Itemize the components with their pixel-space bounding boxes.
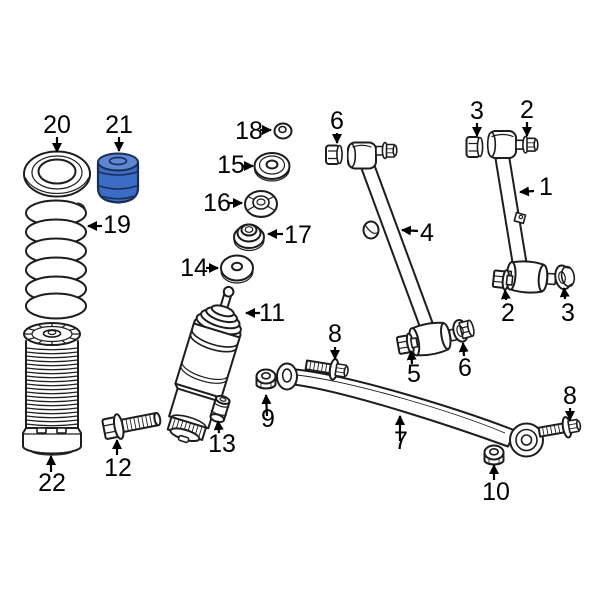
callout-10[interactable]: 10 xyxy=(482,464,510,506)
callout-19[interactable]: 19 xyxy=(87,211,131,239)
callout-5[interactable]: 5 xyxy=(406,350,421,388)
callout-9[interactable]: 9 xyxy=(261,394,275,433)
callout-label: 14 xyxy=(180,254,208,282)
callout-label: 18 xyxy=(235,117,263,145)
callout-label: 3 xyxy=(561,299,575,327)
callout-15[interactable]: 15 xyxy=(217,151,254,179)
part-6-nut-upper[interactable] xyxy=(325,144,343,165)
callout-3-front[interactable]: 3 xyxy=(470,97,484,137)
callout-20[interactable]: 20 xyxy=(43,111,71,153)
part-3-nut-rear[interactable] xyxy=(553,264,576,291)
callout-label: 5 xyxy=(407,360,421,388)
callout-label: 19 xyxy=(103,211,131,239)
callout-label: 4 xyxy=(420,219,434,247)
part-21-jounce-bumper[interactable] xyxy=(96,152,140,204)
leader-arrow xyxy=(406,350,417,365)
callout-8-rear[interactable]: 8 xyxy=(563,382,577,421)
leader-arrow xyxy=(458,342,469,357)
part-4-lower-control-arm[interactable] xyxy=(346,141,465,358)
part-2-bolt-front[interactable] xyxy=(522,135,539,154)
part-3-nut-front[interactable] xyxy=(465,136,484,158)
part-18-retainer[interactable] xyxy=(273,122,293,140)
callout-label: 20 xyxy=(43,111,71,139)
part-20-spring-isolator[interactable] xyxy=(23,150,91,198)
part-22-air-spring[interactable] xyxy=(22,322,82,456)
callout-label: 21 xyxy=(105,111,133,139)
callout-13[interactable]: 13 xyxy=(208,420,236,458)
callout-label: 1 xyxy=(539,173,553,201)
callout-label: 16 xyxy=(203,189,231,217)
callout-3-rear[interactable]: 3 xyxy=(559,287,575,327)
callout-label: 8 xyxy=(563,382,577,410)
part-10-nut[interactable] xyxy=(483,444,505,466)
part-6-nut-lower[interactable] xyxy=(451,317,476,343)
callout-14[interactable]: 14 xyxy=(180,254,219,282)
callout-2-rear[interactable]: 2 xyxy=(500,289,515,327)
callout-7[interactable]: 7 xyxy=(394,415,408,455)
callout-label: 8 xyxy=(328,320,342,348)
callout-label: 22 xyxy=(38,469,66,497)
part-16-mount[interactable] xyxy=(244,190,278,218)
part-8-bolt-front[interactable] xyxy=(304,355,350,382)
callout-label: 12 xyxy=(104,454,132,482)
callout-label: 15 xyxy=(217,151,245,179)
callout-label: 3 xyxy=(470,97,484,125)
callout-label: 9 xyxy=(261,405,275,433)
part-7-track-bar[interactable] xyxy=(276,362,544,458)
callout-12[interactable]: 12 xyxy=(104,439,132,482)
callout-label: 7 xyxy=(394,427,408,455)
callout-label: 11 xyxy=(259,299,285,327)
callout-label: 2 xyxy=(501,299,515,327)
callout-8-front[interactable]: 8 xyxy=(328,320,342,360)
part-1-upper-control-arm[interactable] xyxy=(486,130,560,295)
part-11-shock-absorber[interactable] xyxy=(160,280,253,448)
callout-2-front[interactable]: 2 xyxy=(520,96,534,137)
callout-label: 6 xyxy=(458,354,472,382)
leader-arrow xyxy=(519,186,535,197)
part-5-bolt[interactable] xyxy=(395,332,419,355)
callout-label: 2 xyxy=(520,96,534,124)
callout-6-upper[interactable]: 6 xyxy=(330,107,344,144)
part-17-mount-bushing[interactable] xyxy=(233,223,265,252)
callout-16[interactable]: 16 xyxy=(203,189,243,217)
callout-1[interactable]: 1 xyxy=(519,173,553,201)
part-8-bolt-rear[interactable] xyxy=(537,415,582,442)
callout-label: 17 xyxy=(284,221,312,249)
callout-4[interactable]: 4 xyxy=(401,219,434,247)
leader-arrow xyxy=(559,287,570,300)
callout-22[interactable]: 22 xyxy=(38,455,66,497)
part-12-bolt[interactable] xyxy=(101,406,163,441)
leader-arrow xyxy=(401,225,419,236)
callout-18[interactable]: 18 xyxy=(235,117,272,145)
part-19-coil-spring[interactable] xyxy=(25,199,87,320)
callout-21[interactable]: 21 xyxy=(105,111,133,152)
part-9-nut[interactable] xyxy=(255,368,277,390)
callout-17[interactable]: 17 xyxy=(267,221,312,249)
callout-6-lower[interactable]: 6 xyxy=(458,342,472,382)
part-14-washer-lower[interactable] xyxy=(220,254,254,284)
callout-label: 6 xyxy=(330,107,344,135)
leader-arrow xyxy=(261,394,272,417)
leader-arrow xyxy=(213,420,224,434)
callout-label: 13 xyxy=(208,430,236,458)
leader-arrow xyxy=(500,289,511,301)
callout-label: 10 xyxy=(482,478,510,506)
callout-11[interactable]: 11 xyxy=(245,299,285,327)
part-13-bushing[interactable] xyxy=(209,394,232,424)
part-15-washer-upper[interactable] xyxy=(253,152,291,182)
